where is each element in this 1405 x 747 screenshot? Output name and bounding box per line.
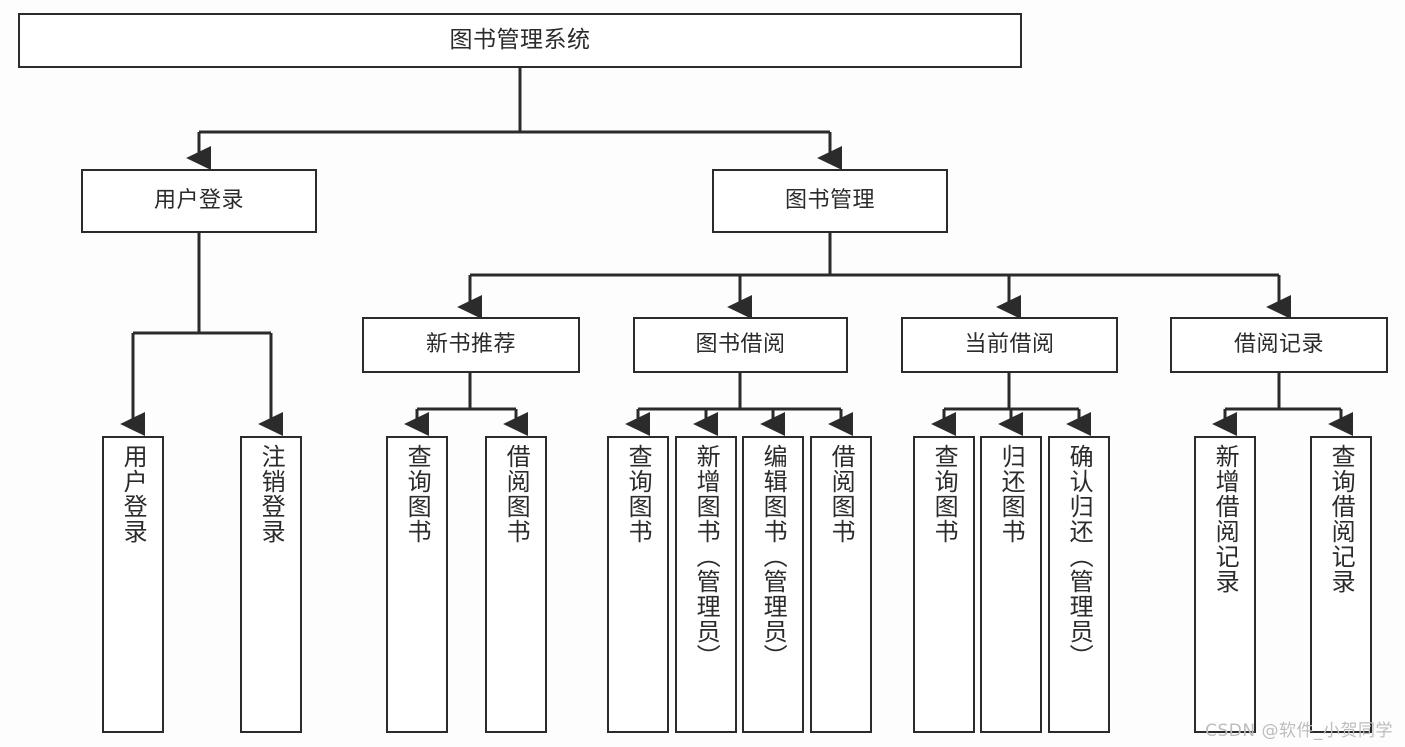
node-new-book-recommend[interactable]: 新书推荐 bbox=[362, 317, 580, 373]
node-current-borrow[interactable]: 当前借阅 bbox=[901, 317, 1118, 373]
leaf-record-query-record-label: 查询借阅记录 bbox=[1327, 444, 1356, 594]
leaf-borrow-edit-book-admin[interactable]: 编辑图书（管理员） bbox=[742, 436, 804, 733]
leaf-logout-label: 注销登录 bbox=[257, 444, 286, 544]
leaf-borrow-query-book[interactable]: 查询图书 bbox=[607, 436, 669, 733]
leaf-current-query-book[interactable]: 查询图书 bbox=[913, 436, 975, 733]
leaf-record-query-record[interactable]: 查询借阅记录 bbox=[1310, 436, 1372, 733]
leaf-borrow-add-book-admin-label: 新增图书（管理员） bbox=[692, 444, 721, 669]
node-book-borrow-label: 图书借阅 bbox=[695, 331, 786, 357]
node-root-system[interactable]: 图书管理系统 bbox=[18, 13, 1022, 68]
node-book-management[interactable]: 图书管理 bbox=[712, 169, 948, 233]
leaf-borrow-borrow-book-label: 借阅图书 bbox=[827, 444, 856, 544]
leaf-borrow-edit-book-admin-label: 编辑图书（管理员） bbox=[759, 444, 788, 669]
leaf-newbook-query-book[interactable]: 查询图书 bbox=[386, 436, 448, 733]
leaf-current-query-book-label: 查询图书 bbox=[930, 444, 959, 544]
leaf-current-return-book[interactable]: 归还图书 bbox=[980, 436, 1042, 733]
node-root-system-label: 图书管理系统 bbox=[449, 26, 591, 53]
node-new-book-recommend-label: 新书推荐 bbox=[425, 331, 516, 357]
node-user-login-label: 用户登录 bbox=[153, 187, 244, 213]
leaf-newbook-borrow-book-label: 借阅图书 bbox=[502, 444, 531, 544]
node-user-login[interactable]: 用户登录 bbox=[81, 169, 317, 233]
node-book-management-label: 图书管理 bbox=[784, 187, 875, 213]
leaf-current-confirm-return-admin-label: 确认归还（管理员） bbox=[1065, 444, 1094, 669]
leaf-user-login[interactable]: 用户登录 bbox=[102, 436, 164, 733]
leaf-record-add-record-label: 新增借阅记录 bbox=[1211, 444, 1240, 594]
leaf-newbook-query-book-label: 查询图书 bbox=[403, 444, 432, 544]
leaf-newbook-borrow-book[interactable]: 借阅图书 bbox=[485, 436, 547, 733]
leaf-borrow-borrow-book[interactable]: 借阅图书 bbox=[810, 436, 872, 733]
leaf-user-login-label: 用户登录 bbox=[119, 444, 148, 544]
leaf-current-confirm-return-admin[interactable]: 确认归还（管理员） bbox=[1048, 436, 1110, 733]
node-book-borrow[interactable]: 图书借阅 bbox=[633, 317, 848, 373]
leaf-record-add-record[interactable]: 新增借阅记录 bbox=[1194, 436, 1256, 733]
node-borrow-record[interactable]: 借阅记录 bbox=[1170, 317, 1388, 373]
leaf-borrow-query-book-label: 查询图书 bbox=[624, 444, 653, 544]
leaf-borrow-add-book-admin[interactable]: 新增图书（管理员） bbox=[675, 436, 737, 733]
leaf-current-return-book-label: 归还图书 bbox=[997, 444, 1026, 544]
leaf-logout[interactable]: 注销登录 bbox=[240, 436, 302, 733]
node-borrow-record-label: 借阅记录 bbox=[1233, 331, 1324, 357]
node-current-borrow-label: 当前借阅 bbox=[964, 331, 1055, 357]
